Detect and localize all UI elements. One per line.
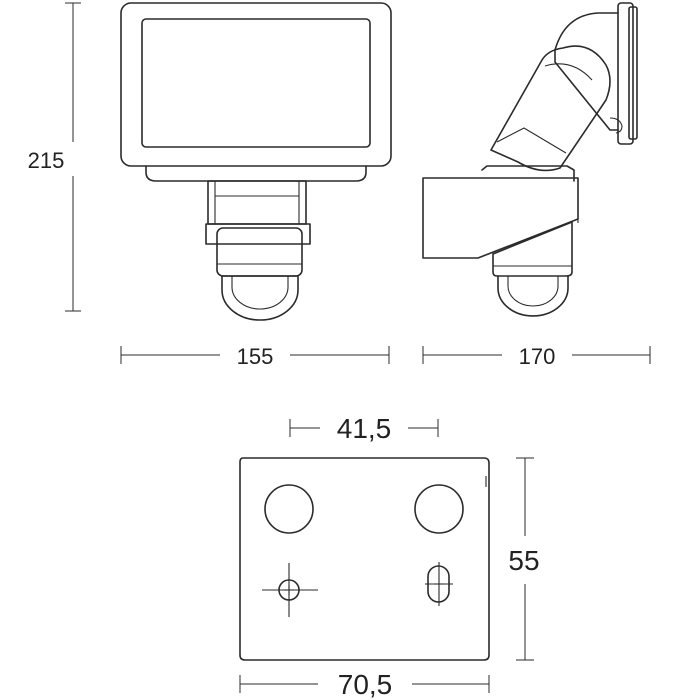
front-bracket bbox=[207, 180, 307, 225]
dimension-height-215 bbox=[20, 2, 90, 312]
side-swivel-joint bbox=[554, 12, 619, 131]
front-sensor-body bbox=[216, 227, 303, 277]
front-sensor-dome bbox=[221, 275, 299, 321]
dimension-label-hole-spacing: 41,5 bbox=[337, 413, 392, 444]
side-sensor-housing bbox=[492, 221, 573, 277]
front-sensor-dome-inner bbox=[231, 276, 289, 310]
dimension-label-width-front: 155 bbox=[237, 344, 274, 369]
mounting-plate-outline bbox=[239, 457, 490, 661]
dimension-hole-spacing bbox=[289, 419, 439, 437]
dimension-label-plate-height: 55 bbox=[508, 545, 539, 576]
dimension-plate-width bbox=[239, 675, 490, 693]
dimension-width-155 bbox=[120, 346, 390, 364]
side-lamp-body bbox=[422, 177, 579, 259]
dimension-width-170 bbox=[422, 346, 651, 364]
plate-cable-hole-right bbox=[414, 484, 464, 534]
side-lamp-housing bbox=[481, 165, 575, 182]
side-arm-seam bbox=[496, 127, 567, 154]
dimension-label-height: 215 bbox=[28, 148, 65, 173]
side-sensor-dome bbox=[497, 275, 569, 317]
side-arm-tube bbox=[490, 45, 611, 172]
dimension-label-plate-width: 70,5 bbox=[338, 669, 393, 700]
front-housing-skirt bbox=[145, 165, 367, 182]
plate-screw-slot bbox=[425, 562, 453, 606]
dimension-plate-height bbox=[516, 457, 534, 661]
side-swivel-detail bbox=[609, 117, 623, 134]
side-arm-highlight bbox=[544, 63, 593, 81]
side-sensor-dome-inner bbox=[507, 276, 559, 307]
plate-cable-hole-left bbox=[264, 484, 314, 534]
plate-screw-hole-round bbox=[262, 563, 318, 617]
side-wall-plate bbox=[617, 2, 634, 145]
front-view bbox=[120, 2, 392, 321]
side-view bbox=[422, 2, 638, 317]
front-lamp-lens bbox=[141, 18, 371, 148]
front-sensor-housing bbox=[205, 223, 311, 245]
side-wall-plate-rim bbox=[628, 6, 638, 140]
dimension-label-width-side: 170 bbox=[519, 344, 556, 369]
front-lamp-housing bbox=[120, 2, 392, 167]
mounting-plate-view bbox=[239, 457, 490, 661]
